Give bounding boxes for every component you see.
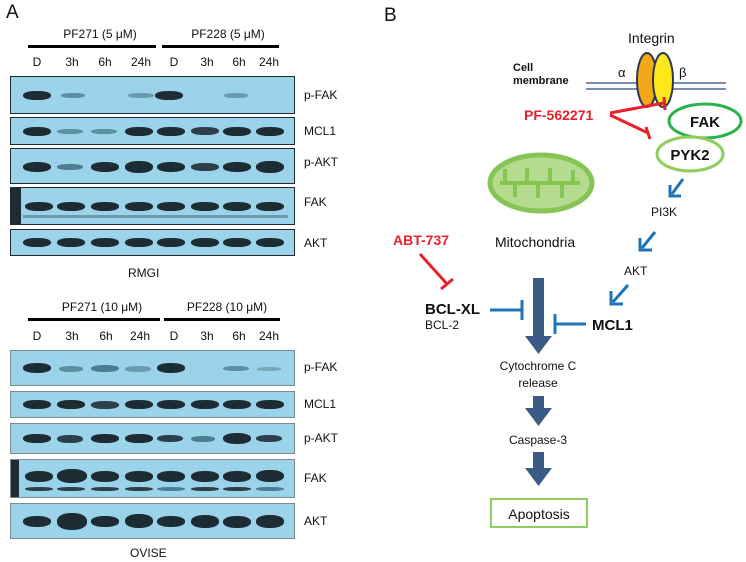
caspase3-label: Caspase-3 <box>509 433 567 447</box>
rmgi-label-pakt: p-AKT <box>304 155 339 169</box>
pyk2-node <box>655 135 725 173</box>
mitochondria-icon <box>487 152 595 214</box>
ovise-blot-pakt <box>10 423 295 454</box>
pi3k-label: PI3K <box>651 205 677 219</box>
mitochondria-label: Mitochondria <box>495 234 575 250</box>
integrin-alpha: α <box>618 65 626 80</box>
ovise-label-mcl1: MCL1 <box>304 397 337 411</box>
rmgi-condition-1-bar <box>28 45 156 48</box>
apoptosis-box <box>490 498 588 528</box>
abt737-label: ABT-737 <box>393 232 449 248</box>
mcl1-label: MCL1 <box>592 317 633 334</box>
integrin-label: Integrin <box>628 30 675 46</box>
ovise-condition-1: PF271 (10 μM) <box>61 300 143 314</box>
apoptosis-label: Apoptosis <box>508 506 569 522</box>
ovise-label-akt: AKT <box>304 514 328 528</box>
ovise-timepoint: 6h <box>232 329 246 343</box>
rmgi-timepoint: D <box>32 55 42 69</box>
bclxl-label: BCL-XL <box>425 301 480 318</box>
ovise-timepoint: 6h <box>99 329 113 343</box>
ovise-timepoint: 24h <box>129 329 151 343</box>
ovise-label-pakt: p-AKT <box>304 431 339 445</box>
ovise-timepoint: D <box>169 329 179 343</box>
panel-a-label: A <box>6 2 19 23</box>
arrow-akt-mcl1 <box>609 284 630 306</box>
ovise-timepoint: D <box>32 329 42 343</box>
rmgi-timepoint: D <box>169 55 179 69</box>
rmgi-blot-pakt <box>10 148 295 184</box>
rmgi-condition-2-bar <box>162 45 279 48</box>
ovise-cell-line: OVISE <box>130 546 167 560</box>
rmgi-timepoint: 6h <box>232 55 246 69</box>
mcl1-inhibit-bar <box>553 314 586 334</box>
rmgi-label-pfak: p-FAK <box>304 88 338 102</box>
rmgi-condition-2: PF228 (5 μM) <box>191 27 265 41</box>
pathway-arrow-mito-cytc <box>525 278 552 354</box>
bclxl-inhibit-bar <box>490 300 524 320</box>
ovise-condition-1-bar <box>28 318 160 321</box>
pf562271-inhibit-fak <box>609 96 667 115</box>
akt-label: AKT <box>624 264 648 278</box>
rmgi-blot-akt <box>10 229 295 256</box>
rmgi-condition-1: PF271 (5 μM) <box>63 27 137 41</box>
cell-membrane-label-1: Cell <box>513 62 533 74</box>
integrin-beta: β <box>679 65 686 80</box>
pathway-arrow-caspase-apoptosis <box>525 452 552 486</box>
pathway-arrow-cytc-caspase <box>525 396 552 426</box>
ovise-blot-fak <box>10 459 295 498</box>
rmgi-timepoint: 3h <box>65 55 79 69</box>
ovise-timepoint: 3h <box>65 329 79 343</box>
ovise-blot-pfak <box>10 350 295 386</box>
rmgi-timepoint: 24h <box>258 55 280 69</box>
rmgi-label-akt: AKT <box>304 236 328 250</box>
ovise-condition-2: PF228 (10 μM) <box>186 300 268 314</box>
ovise-timepoint: 24h <box>258 329 280 343</box>
fak-label: FAK <box>690 114 720 131</box>
pf562271-inhibit-pyk2 <box>609 113 652 140</box>
bcl2-label: BCL-2 <box>425 318 459 332</box>
rmgi-blot-fak <box>10 187 295 225</box>
ovise-condition-2-bar <box>164 318 280 321</box>
rmgi-timepoint: 6h <box>98 55 112 69</box>
ovise-blot-mcl1 <box>10 391 295 418</box>
rmgi-blot-pfak <box>10 76 295 114</box>
ovise-label-fak: FAK <box>304 471 327 485</box>
abt737-inhibit-bclxl <box>418 252 454 291</box>
integrin-icon <box>636 52 674 108</box>
arrow-pi3k-akt <box>638 231 657 252</box>
rmgi-label-fak: FAK <box>304 195 327 209</box>
rmgi-blot-mcl1 <box>10 117 295 145</box>
ovise-timepoint: 3h <box>200 329 214 343</box>
cytochrome-label-1: Cytochrome C <box>500 359 577 373</box>
ovise-label-pfak: p-FAK <box>304 360 338 374</box>
rmgi-timepoint: 3h <box>200 55 214 69</box>
ovise-blot-akt <box>10 503 295 539</box>
cell-membrane-label-2: membrane <box>513 75 569 87</box>
rmgi-timepoint: 24h <box>130 55 152 69</box>
pyk2-label: PYK2 <box>670 147 709 164</box>
cytochrome-label-2: release <box>518 376 558 390</box>
panel-b-label: B <box>384 5 397 26</box>
rmgi-label-mcl1: MCL1 <box>304 124 337 138</box>
rmgi-cell-line: RMGI <box>128 266 160 280</box>
pf562271-label: PF-562271 <box>524 107 593 123</box>
arrow-pyk2-pi3k <box>668 178 685 198</box>
